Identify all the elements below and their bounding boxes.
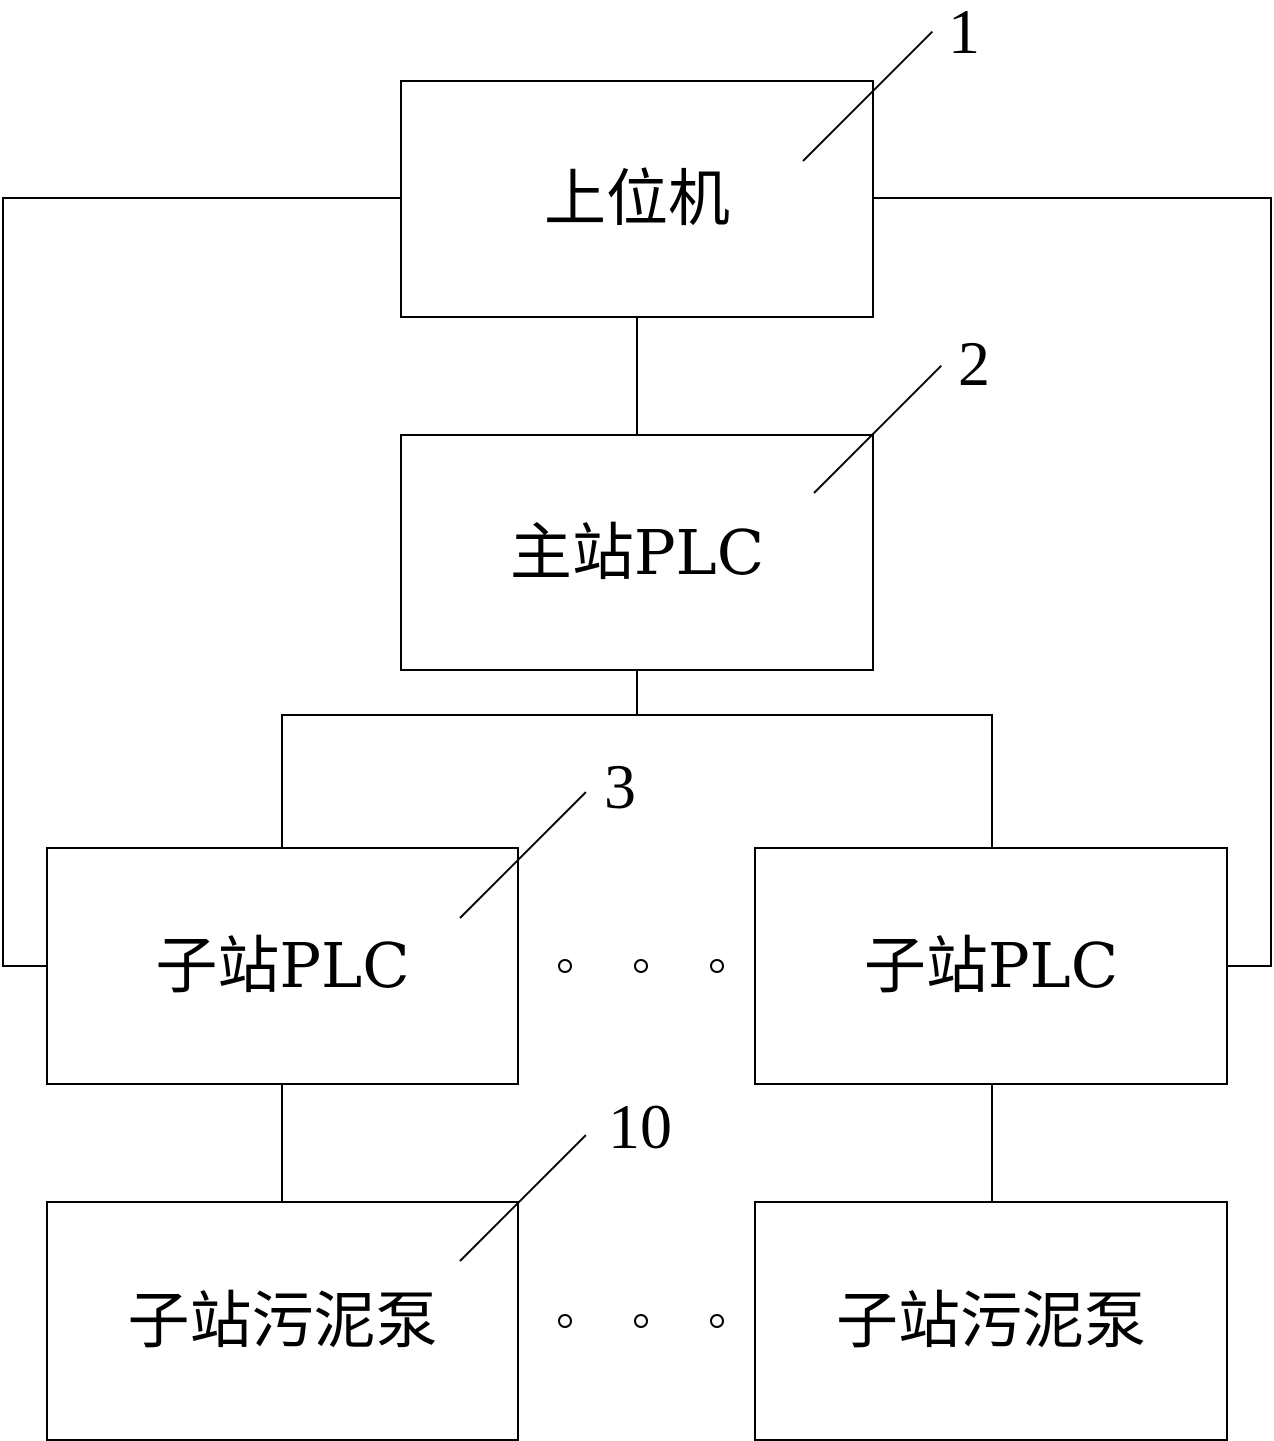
wire-bus-to-right-plc bbox=[991, 714, 993, 848]
ellipsis-dot bbox=[634, 1314, 648, 1328]
ellipsis-dot bbox=[558, 1314, 572, 1328]
wire-host-left-in bbox=[2, 965, 47, 967]
sludge-pump-right-box: 子站污泥泵 bbox=[754, 1201, 1228, 1441]
sub-plc-right-box: 子站PLC bbox=[754, 847, 1228, 1085]
ellipsis-dot bbox=[710, 1314, 724, 1328]
master-plc-box: 主站PLC bbox=[400, 434, 874, 671]
wire-master-bus bbox=[281, 714, 993, 716]
sludge-pump-left-box: 子站污泥泵 bbox=[46, 1201, 519, 1441]
ref-number-10: 10 bbox=[608, 1091, 672, 1162]
ellipsis-dot bbox=[710, 959, 724, 973]
ref-number-2: 2 bbox=[958, 328, 990, 399]
leader-line-10 bbox=[459, 1134, 587, 1262]
sub-plc-left-label: 子站PLC bbox=[155, 929, 410, 1002]
master-plc-label: 主站PLC bbox=[509, 515, 765, 589]
host-computer-box: 上位机 bbox=[400, 80, 874, 318]
wire-host-to-master bbox=[636, 316, 638, 434]
ellipsis-dot bbox=[634, 959, 648, 973]
wire-host-left-down bbox=[2, 197, 4, 967]
ref-number-3: 3 bbox=[604, 751, 636, 822]
leader-line-2 bbox=[813, 365, 942, 494]
wire-host-right-in bbox=[1226, 965, 1272, 967]
sub-plc-ellipsis bbox=[558, 959, 724, 973]
wire-master-down bbox=[636, 670, 638, 715]
sludge-pump-left-label: 子站污泥泵 bbox=[127, 1284, 438, 1357]
wire-bus-to-left-plc bbox=[281, 714, 283, 848]
wire-host-left-out bbox=[2, 197, 401, 199]
sub-plc-left-box: 子站PLC bbox=[46, 847, 519, 1085]
wire-host-right-out bbox=[872, 197, 1272, 199]
sludge-pump-ellipsis bbox=[558, 1314, 724, 1328]
sludge-pump-right-label: 子站污泥泵 bbox=[835, 1284, 1146, 1357]
host-computer-label: 上位机 bbox=[543, 162, 730, 235]
wire-left-plc-to-pump bbox=[281, 1083, 283, 1203]
ref-number-1: 1 bbox=[948, 0, 980, 67]
wire-right-plc-to-pump bbox=[991, 1083, 993, 1203]
sub-plc-right-label: 子站PLC bbox=[863, 929, 1119, 1002]
wire-host-right-down bbox=[1270, 197, 1272, 967]
ellipsis-dot bbox=[558, 959, 572, 973]
